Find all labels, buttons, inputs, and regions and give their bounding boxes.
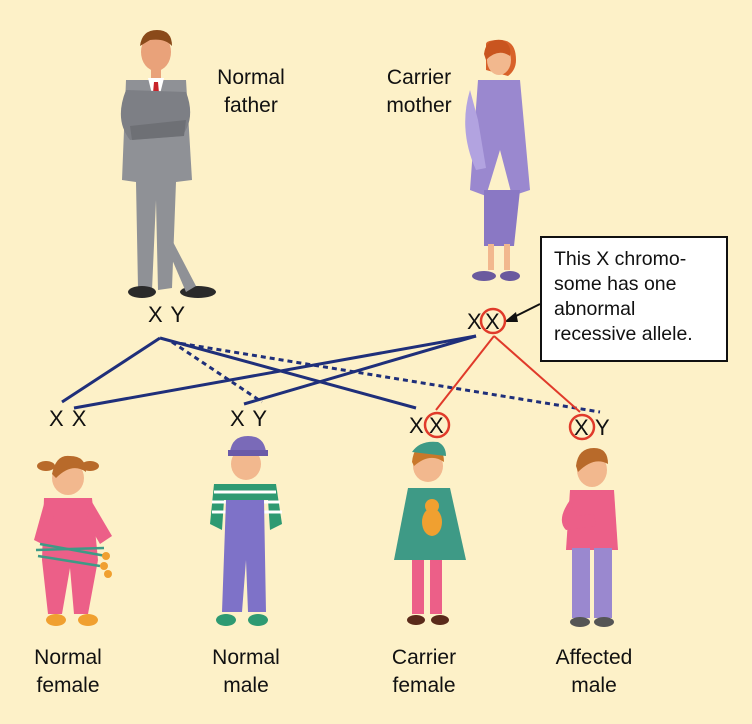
father-x-to-normal-female [61, 336, 161, 404]
father-genotype: X Y [148, 302, 187, 327]
affected-male-mutant-x-circle [568, 413, 596, 441]
carrier-female-label: Carrier female [391, 646, 457, 697]
carrier-female-figure [394, 441, 466, 625]
normal-male-label: Normal male [212, 646, 280, 697]
normal-female-genotype: X X [49, 406, 88, 431]
father-label: Normal father [217, 66, 285, 117]
affected-male-label: Affected male [555, 646, 633, 697]
affected-male-genotype-y: Y [595, 415, 611, 440]
normal-male-figure [210, 436, 282, 626]
affected-male-genotype-mutant-x: X [574, 415, 590, 440]
mother-xa-to-affected-male [493, 335, 581, 413]
carrier-female-genotype-normal-x: X [409, 413, 425, 438]
callout-arrow [504, 303, 541, 322]
father-figure [120, 30, 216, 298]
affected-male-figure [561, 448, 618, 627]
father-x-to-carrier-female [159, 336, 417, 410]
mother-x-to-normal-male [243, 334, 477, 406]
mother-mutant-x-circle [479, 307, 507, 335]
mother-figure [465, 39, 530, 281]
carrier-female-genotype-mutant-x: X [429, 413, 445, 438]
normal-female-label: Normal female [34, 646, 102, 697]
father-y-to-affected-male [171, 340, 601, 414]
mother-genotype-normal-x: X [467, 309, 483, 334]
carrier-female-mutant-x-circle [423, 411, 451, 439]
mutation-circles [423, 307, 596, 441]
mother-xa-to-carrier-female [435, 335, 495, 411]
mutant-allele-callout: This X chromo- some has one abnormal rec… [540, 236, 728, 362]
mother-genotype-mutant-x: X [485, 309, 501, 334]
callout-text: This X chromo- some has one abnormal rec… [554, 248, 693, 345]
normal-female-figure [34, 455, 112, 626]
normal-male-genotype: X Y [230, 406, 269, 431]
inheritance-lines [61, 334, 601, 414]
mother-label: Carrier mother [386, 66, 452, 117]
mother-x-to-normal-female [73, 334, 477, 410]
father-y-to-normal-male [171, 340, 263, 404]
